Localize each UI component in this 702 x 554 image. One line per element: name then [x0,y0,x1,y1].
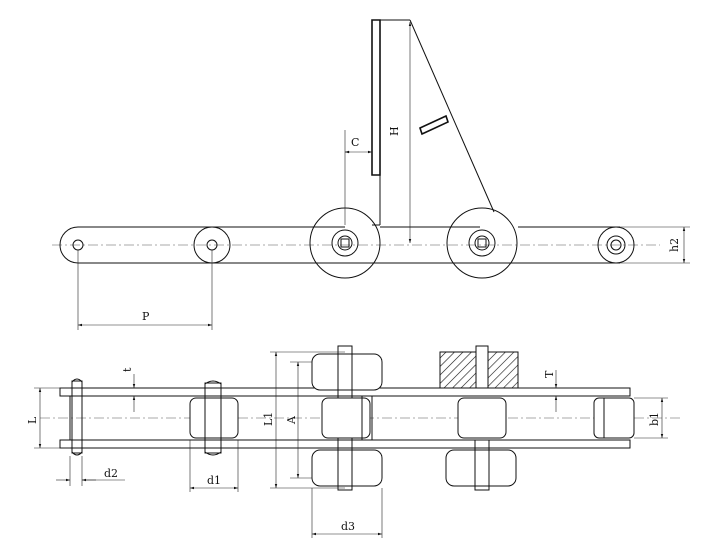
label-h2: h2 [668,238,681,252]
label-L: L [26,416,39,424]
wheel-bottom-1 [311,449,383,487]
pin-left-heads [71,378,83,456]
flight-brace [409,19,495,213]
side-view: H C P h2 [52,19,690,330]
plan-view: L t d2 d1 L1 A d3 T [26,345,680,538]
roller-d1-pin [204,382,222,454]
pin-left [71,380,83,454]
hatched-block-left [439,351,477,389]
label-L1: L1 [262,412,275,426]
pin-end [610,239,622,251]
hatched-block-right [487,351,519,389]
large-roller-2-hub [468,229,496,257]
link-plate-left [78,226,212,264]
label-A: A [285,415,298,425]
label-H: H [388,126,401,136]
large-roller-2-nut [474,235,490,251]
roller-d1 [189,397,239,439]
bolt-2-top [475,345,489,389]
label-d1: d1 [207,474,221,487]
large-roller-2-bolt [477,238,487,248]
roller-center-2 [457,397,507,439]
roller-end [593,397,635,439]
flight-plate [371,19,381,176]
large-roller-1-bolt [340,238,350,248]
flight-base-1 [361,395,373,441]
label-P: P [142,310,150,323]
roller-end-outer [597,226,635,264]
label-C: C [351,136,359,149]
label-b1: b1 [648,412,661,426]
large-roller-1-hub [331,229,359,257]
wheel-bottom-2 [445,449,517,487]
brace-tab [419,114,449,136]
large-roller-1-nut [337,235,353,251]
wheel-top-1 [311,353,383,391]
roller-end-inner [606,235,626,255]
link-plates-middle [212,226,620,264]
roller-center-1 [321,397,371,439]
roller-d1-pin-heads [204,380,222,456]
label-t: t [121,367,134,372]
large-roller-2 [446,207,518,279]
label-d2: d2 [104,467,118,480]
flight-upright [379,19,410,225]
plate-bottom [59,439,631,449]
link-plate-left-end [59,226,79,264]
label-T: T [543,370,556,378]
axle-2 [474,439,490,491]
label-d3: d3 [341,520,355,533]
